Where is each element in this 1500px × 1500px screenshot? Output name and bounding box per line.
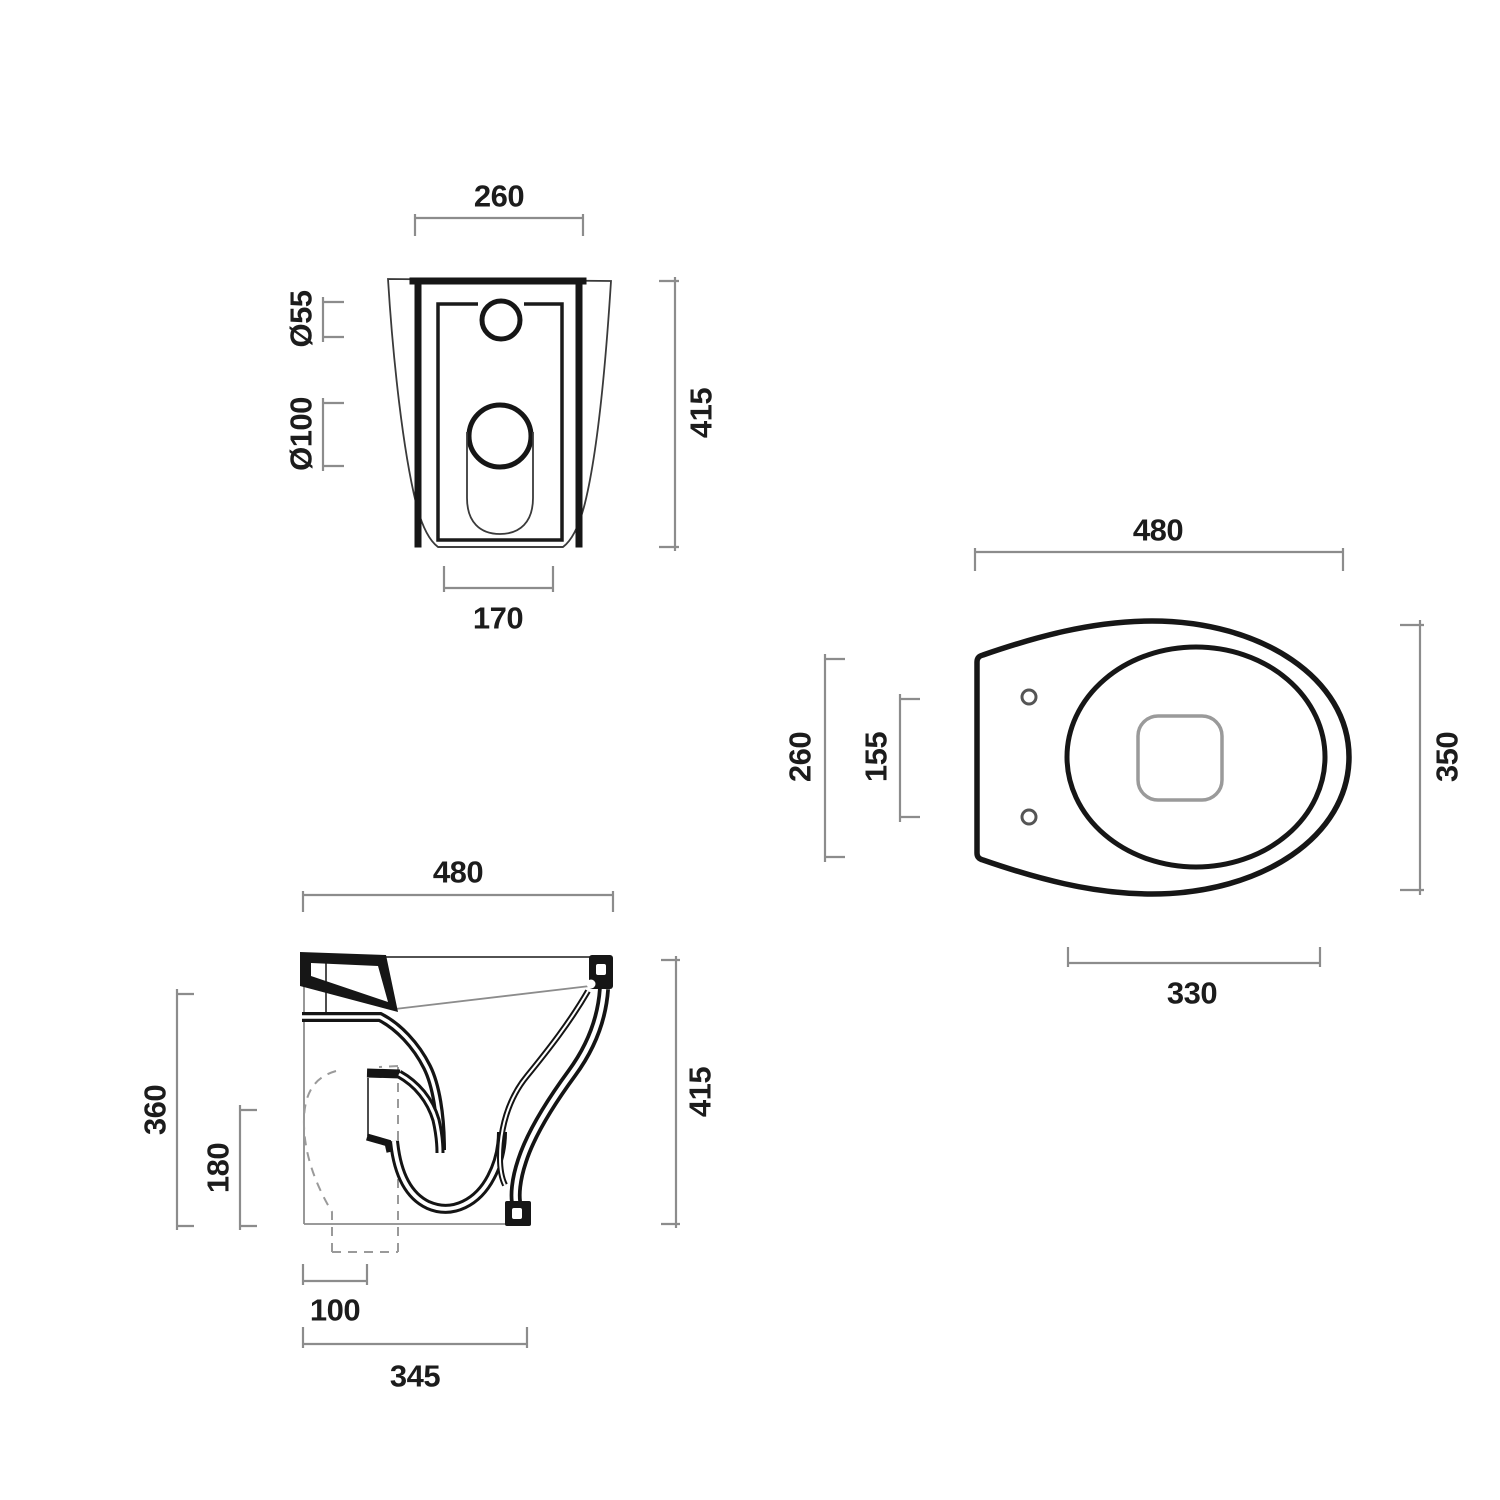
side-hidden-drain-outline [302, 1070, 337, 1252]
dim-rear-415-label: 415 [684, 388, 719, 438]
dim-rear-260-bracket [413, 214, 585, 236]
dim-side-180-label: 180 [201, 1143, 236, 1193]
side-foot-hole [512, 1208, 522, 1219]
dim-plan-260-bracket [823, 654, 845, 862]
dim-plan-480-bracket [973, 548, 1345, 571]
side-water-line [394, 985, 591, 1010]
side-hidden-drain-top [378, 1065, 399, 1068]
dim-side-360-bracket [175, 989, 194, 1230]
dim-rear-o55-bracket [321, 297, 344, 342]
dim-side-345-label: 345 [390, 1359, 440, 1394]
dim-plan-260-label: 260 [783, 732, 818, 782]
side-outer-back-wall [509, 988, 610, 1209]
dim-plan-155-bracket [898, 694, 920, 822]
dim-plan-350-label: 350 [1430, 732, 1465, 782]
dim-plan-480-label: 480 [1133, 513, 1183, 548]
dim-side-480-label: 480 [433, 855, 483, 890]
side-bowl-right-wall [496, 989, 591, 1187]
dim-rear-170-bracket [442, 566, 555, 592]
dim-side-100-bracket [301, 1264, 369, 1285]
plan-bowl-rim [1064, 644, 1328, 870]
side-bowl-right-wall-core [498, 990, 589, 1186]
rear-inlet-circle [479, 298, 523, 342]
dim-rear-260-label: 260 [474, 179, 524, 214]
side-bowl-left-wall-core [302, 1015, 443, 1151]
dim-plan-330-label: 330 [1167, 976, 1217, 1011]
dim-rear-415-bracket [659, 277, 679, 551]
side-section-view: 480 415 360 180 100 345 [138, 855, 718, 1394]
dim-plan-350-bracket [1400, 620, 1424, 895]
dim-rear-170-label: 170 [473, 601, 523, 636]
rear-outlet-circle [466, 402, 534, 470]
side-spud-hook-core [398, 1072, 442, 1154]
side-outer-back-wall-core [513, 988, 607, 1208]
dim-plan-155-label: 155 [859, 732, 894, 782]
dim-side-100-label: 100 [310, 1293, 360, 1328]
plan-view: 480 260 155 350 330 [783, 513, 1465, 1011]
side-bowl-left-wall [302, 1012, 446, 1151]
rear-view: 260 Ø55 Ø100 415 170 [284, 179, 719, 636]
dim-plan-330-bracket [1066, 947, 1322, 967]
plan-fixing-hole-top [1020, 688, 1038, 706]
dim-side-180-bracket [238, 1105, 257, 1230]
side-spud-step [366, 1133, 394, 1153]
dim-rear-o100-label: Ø100 [284, 397, 319, 471]
side-trap-bend [389, 1131, 507, 1214]
plan-drain-square [1136, 714, 1224, 802]
plan-outer-shape [974, 618, 1352, 897]
dim-rear-o100-bracket [321, 398, 344, 471]
dim-side-415-bracket [661, 956, 680, 1228]
dim-side-480-bracket [301, 891, 615, 912]
rear-inner-panel [436, 302, 564, 542]
side-rim-hook-hole [596, 964, 606, 975]
dim-side-360-label: 360 [138, 1085, 173, 1135]
dim-side-345-bracket [301, 1327, 529, 1348]
rear-outlet-boss [466, 432, 534, 535]
dim-side-415-label: 415 [683, 1067, 718, 1117]
plan-fixing-hole-bottom [1020, 808, 1038, 826]
side-spud-bar [366, 1068, 401, 1079]
side-rim-hook-gap [586, 979, 596, 989]
side-rim-wedge [300, 952, 398, 1012]
dim-rear-o55-label: Ø55 [284, 290, 319, 347]
